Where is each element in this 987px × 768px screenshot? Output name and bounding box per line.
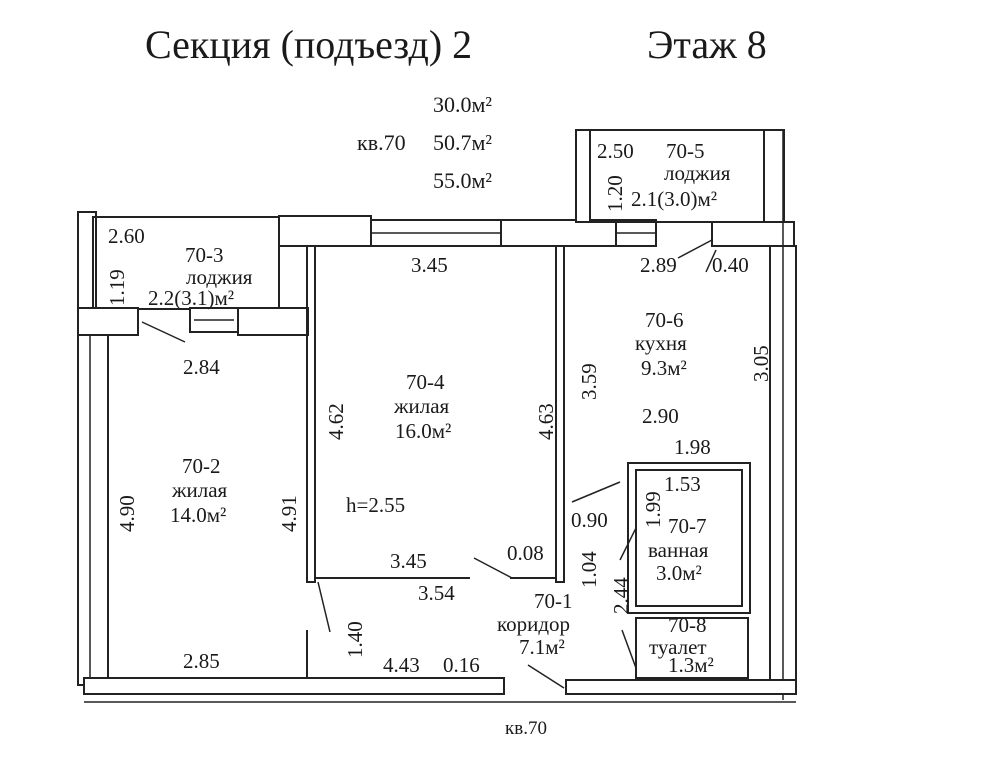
wall-left-balcony-right [237,307,309,336]
room-70-5-name: лоджия [664,161,731,185]
dim-3-45-bottom: 3.45 [390,549,427,573]
total-area: 50.7м² [433,130,492,155]
dim-1-99: 1.99 [641,491,665,528]
dim-1-19: 1.19 [105,269,129,306]
room-70-6-area: 9.3м² [641,356,687,380]
ceiling-height: h=2.55 [346,493,405,517]
footer-apartment-label: кв.70 [505,718,547,739]
floor-title: Этаж 8 [647,22,767,67]
room-70-3-name: лоджия [186,265,253,289]
dim-0-90: 0.90 [571,508,608,532]
dim-4-91: 4.91 [277,495,301,532]
room-70-6: 70-6 кухня 9.3м² [635,308,687,380]
door-swing-toilet [621,629,637,669]
room-70-2: 70-2 жилая 14.0м² [170,454,228,527]
wall-top-right [711,221,795,247]
room-70-4: 70-4 жилая 16.0м² [393,370,451,443]
room-70-5-id: 70-5 [666,139,705,163]
room-70-1-area: 7.1м² [519,635,565,659]
loggia-right-left-wall [575,129,591,223]
room-70-8-name: туалет [649,635,707,659]
dim-4-43: 4.43 [383,653,420,677]
room-70-4-name: жилая [393,394,450,418]
dim-1-40: 1.40 [343,621,367,658]
dim-0-40: 0.40 [712,253,749,277]
partitions [141,239,751,689]
apartment-label: кв.70 [357,130,406,155]
toilet-outline [635,617,749,679]
room-70-6-name: кухня [635,331,687,355]
room-70-1-name: коридор [497,612,570,636]
wall-bottom-left [83,677,505,695]
corner-mark [705,249,717,273]
dim-2-85: 2.85 [183,649,220,673]
room-70-3: 70-3 лоджия 2.2(3.1)м² [148,243,253,310]
dim-2-44: 2.44 [609,577,633,614]
dim-2-84: 2.84 [183,355,220,379]
dim-4-62: 4.62 [324,403,348,440]
door-swing-kitchen [571,481,621,503]
bathroom-outline [627,462,751,614]
wall-top-left [278,215,372,247]
room-70-8-id: 70-8 [668,613,707,637]
room-70-4-area: 16.0м² [395,419,451,443]
room-70-7-area: 3.0м² [656,561,702,585]
dim-2-89: 2.89 [640,253,677,277]
partition-room2-room4 [306,245,316,583]
dim-3-45-top: 3.45 [411,253,448,277]
door-swing-loggia-left [141,321,186,343]
wall-top-middle [500,219,617,247]
room-70-7: 70-7 ванная 3.0м² [648,514,709,585]
room-70-1-id: 70-1 [534,589,573,613]
dim-2-90: 2.90 [642,404,679,428]
section-title: Секция (подъезд) 2 [145,22,472,67]
wall-left-lower [77,334,109,686]
room-70-8: 70-8 туалет 1.3м² [649,613,714,677]
room-70-2-area: 14.0м² [170,503,226,527]
room-70-2-id: 70-2 [182,454,221,478]
dim-2-60: 2.60 [108,224,145,248]
dim-0-08: 0.08 [507,541,544,565]
dim-3-05: 3.05 [749,345,773,382]
door-swing-room2 [317,581,331,633]
living-area-total: 30.0м² [433,92,492,117]
dim-4-90: 4.90 [115,495,139,532]
dim-4-63: 4.63 [534,403,558,440]
door-swing-room4 [473,557,513,579]
wall-bottom-right [565,679,797,695]
room-70-3-area: 2.2(3.1)м² [148,286,234,310]
room-70-7-id: 70-7 [668,514,707,538]
loggia-left-outline [92,216,280,310]
bathroom-inner [635,469,743,607]
dim-1-04: 1.04 [577,551,601,588]
loggia-right-right-wall [763,129,785,223]
room-70-1: 70-1 коридор 7.1м² [497,589,573,659]
dim-3-54: 3.54 [418,581,455,605]
room-70-5-area: 2.1(3.0)м² [631,187,717,211]
room-70-3-id: 70-3 [185,243,224,267]
room-70-7-name: ванная [648,538,709,562]
dim-0-16: 0.16 [443,653,480,677]
door-swing-entrance [527,664,565,689]
door-swing-loggia-right [677,239,713,259]
door-swing-bathroom [619,527,637,561]
dim-1-98: 1.98 [674,435,711,459]
full-area: 55.0м² [433,168,492,193]
room-70-8-area: 1.3м² [668,653,714,677]
dim-3-59: 3.59 [577,363,601,400]
room-70-5: 70-5 лоджия 2.1(3.0)м² [631,139,731,211]
room-70-4-id: 70-4 [406,370,445,394]
dim-1-20: 1.20 [603,175,627,212]
wall-left-balcony-ledge [77,307,139,336]
dim-2-50: 2.50 [597,139,634,163]
room-70-2-name: жилая [171,478,228,502]
partition-room4-kitchen [555,245,565,583]
dim-1-53: 1.53 [664,472,701,496]
room-70-6-id: 70-6 [645,308,684,332]
